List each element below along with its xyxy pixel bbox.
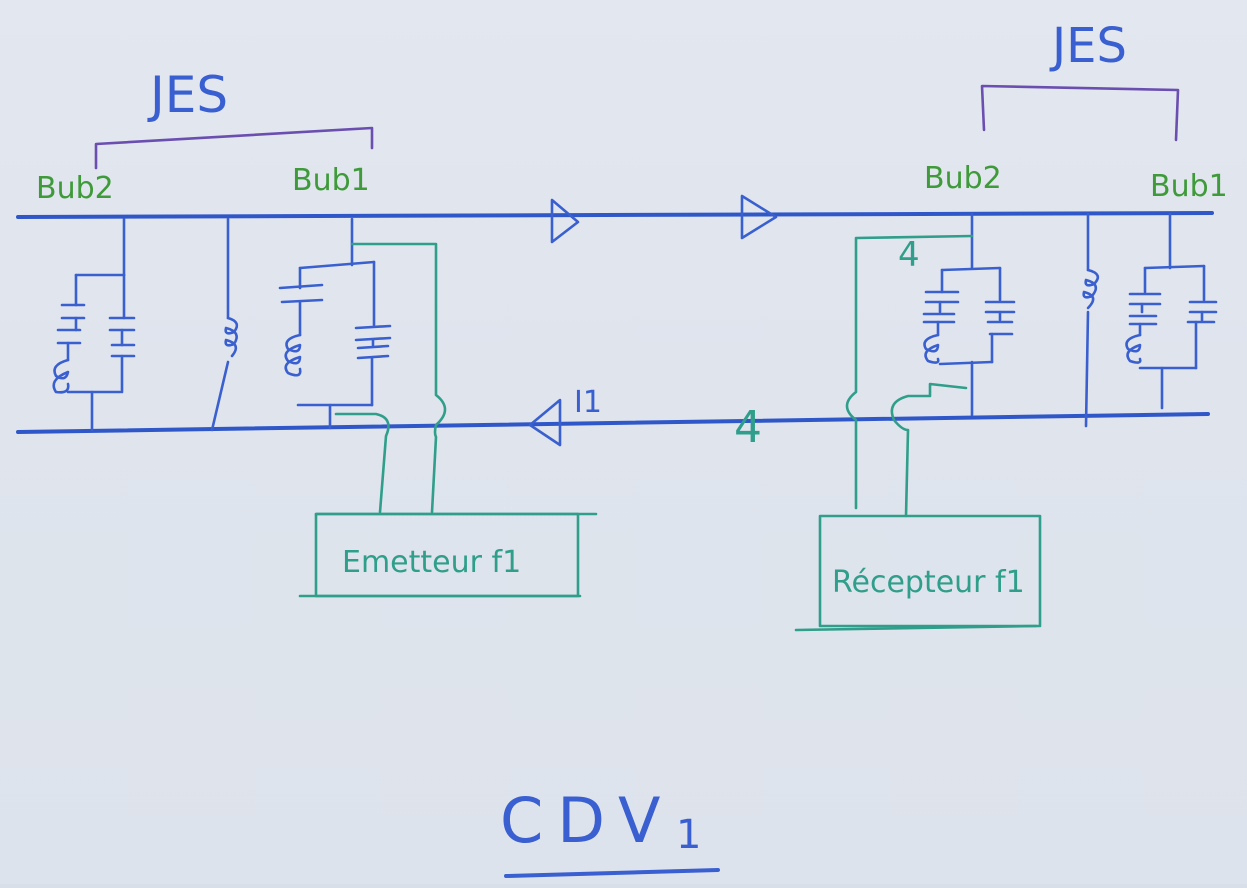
marker-4-bottom: 4 [734,402,762,453]
title-group: CDV 1 [500,784,720,878]
filter-bub1-left [278,217,392,430]
filter-bub2-right [922,212,1016,417]
bub1-label-right: Bub1 [1150,169,1228,204]
emitter-wiring [334,242,447,514]
arrow-right-1 [550,198,580,244]
diagram-title: CDV [500,784,674,857]
arrow-left [528,398,562,447]
current-i1-label: I1 [574,385,602,420]
receiver-wiring [845,234,974,518]
bub2-label-left: Bub2 [36,171,114,206]
filter-bub1-right [1125,212,1218,410]
filter-bub2-left [52,217,136,432]
emitter-label: Emetteur f1 [342,545,521,580]
title-underline [504,868,720,878]
shunt-inductor-left [210,217,239,432]
marker-4-top: 4 [898,235,920,275]
jes-label-left: JES [147,66,228,124]
jes-bracket-left [94,126,374,170]
jes-label-right: JES [1049,18,1127,74]
bottom-rail [16,412,1210,434]
emitter-box [298,512,598,598]
bub2-label-right: Bub2 [924,161,1002,196]
receiver-box [794,514,1042,632]
arrow-right-2 [740,194,778,240]
shunt-inductor-right [1082,212,1100,428]
diagram-title-sub: 1 [676,812,701,858]
bub1-label-left: Bub1 [292,163,370,198]
jes-bracket-right [980,84,1180,142]
receiver-label: Récepteur f1 [832,565,1025,600]
top-rail [16,211,1214,219]
